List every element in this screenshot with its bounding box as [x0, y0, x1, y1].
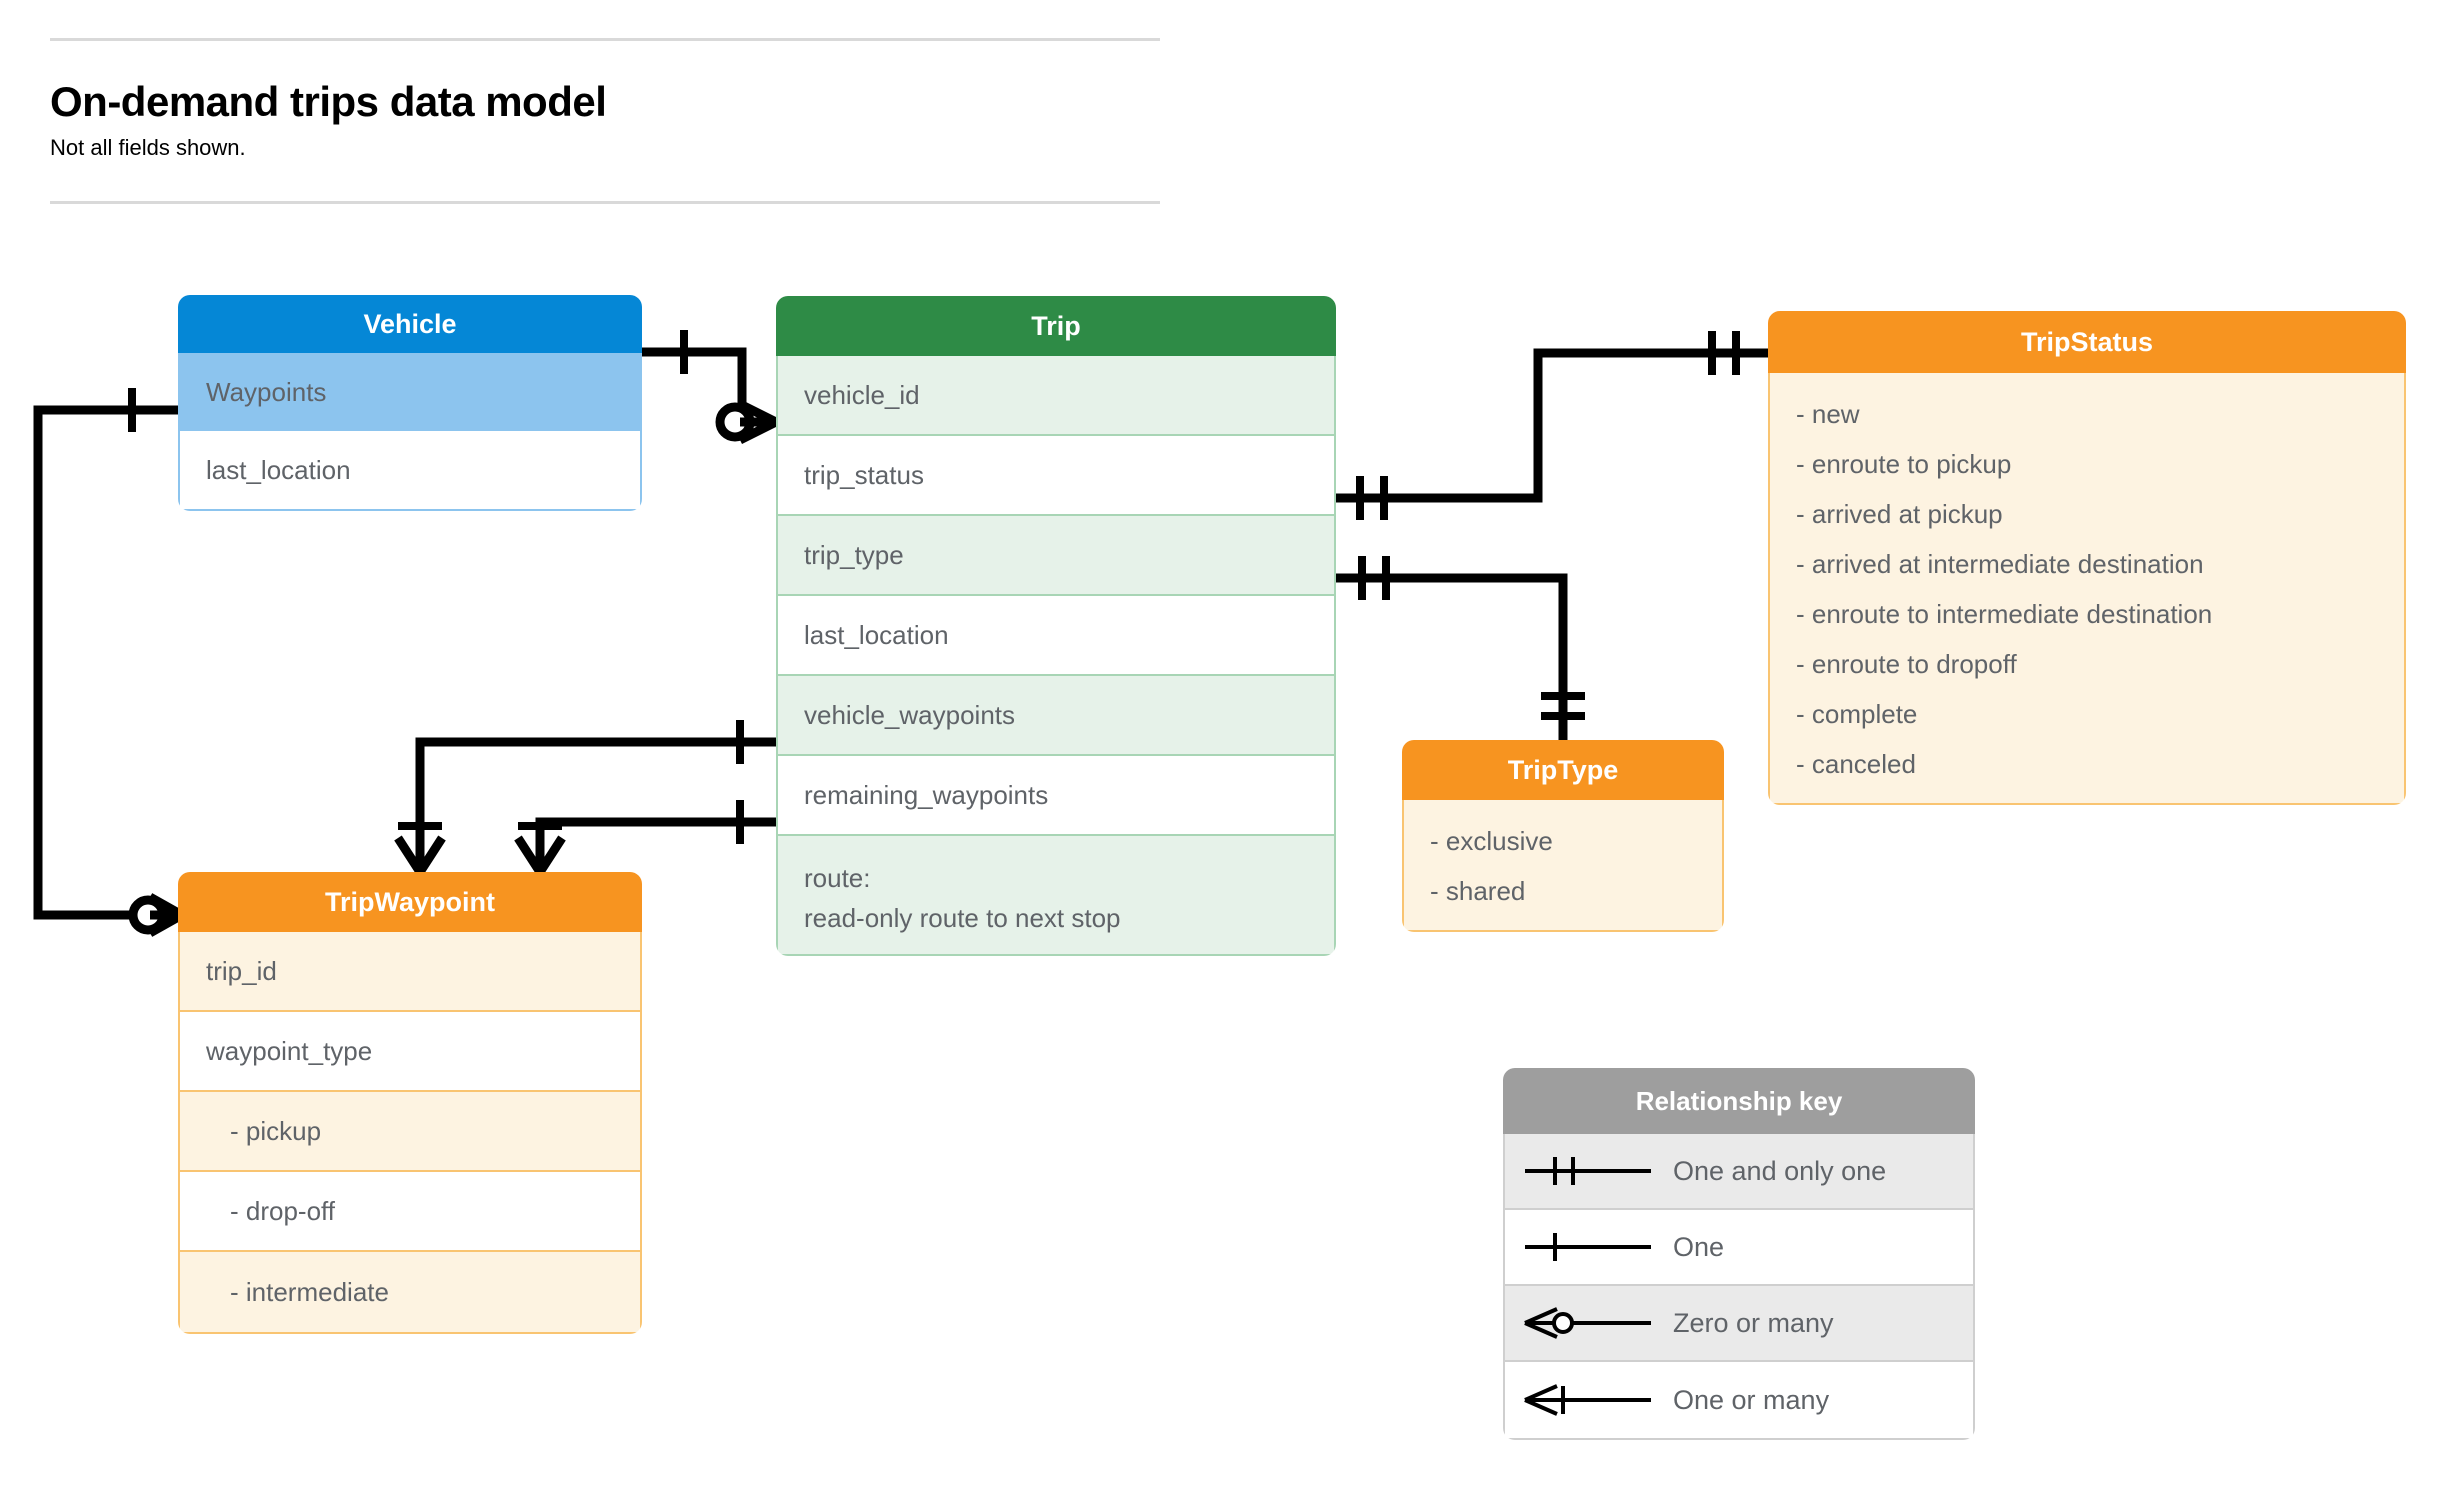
tripstatus-value-enroute-to-dropoff: - enroute to dropoff [1796, 649, 2017, 679]
entity-tripstatus-values: - new - enroute to pickup - arrived at p… [1768, 373, 2406, 805]
one-icon [1505, 1227, 1673, 1267]
zero-marker-vehicle-trip [715, 402, 755, 442]
entity-trip-title: Trip [776, 296, 1336, 356]
key-row-zero-or-many: Zero or many [1505, 1286, 1973, 1362]
one-or-many-icon [1505, 1380, 1673, 1420]
crowfoot-vehicle-trip [737, 399, 779, 445]
triptype-value-exclusive: - exclusive [1430, 826, 1553, 856]
connector-trip-tripstatus [1336, 348, 1768, 503]
zero-or-many-icon [1505, 1303, 1673, 1343]
page-subtitle: Not all fields shown. [50, 135, 246, 161]
key-label-one: One [1673, 1231, 1725, 1262]
key-label-one-and-only-one: One and only one [1673, 1155, 1887, 1186]
tripstatus-value-enroute-to-intermediate-destination: - enroute to intermediate destination [1796, 599, 2213, 629]
field-tripwaypoint-trip-id[interactable]: trip_id [180, 932, 640, 1012]
field-trip-trip-status[interactable]: trip_status [778, 436, 1334, 516]
field-vehicle-last-location[interactable]: last_location [180, 431, 640, 509]
crowfoot-remainingwaypoints [514, 835, 566, 875]
field-trip-remaining-waypoints[interactable]: remaining_waypoints [778, 756, 1334, 836]
tripstatus-value-complete: - complete [1796, 699, 1918, 729]
triptype-value-shared: - shared [1430, 876, 1526, 906]
zero-marker-vehiclewp [128, 895, 168, 935]
entity-tripwaypoint[interactable]: TripWaypoint trip_id waypoint_type - pic… [178, 872, 642, 1334]
tripstatus-value-enroute-to-pickup: - enroute to pickup [1796, 449, 2012, 479]
field-tripwaypoint-waypoint-type[interactable]: waypoint_type [180, 1012, 640, 1092]
relationship-key-rows: One and only one One [1503, 1134, 1975, 1440]
header-divider-bottom [50, 201, 1160, 205]
key-row-one-or-many: One or many [1505, 1362, 1973, 1438]
key-row-one-and-only-one: One and only one [1505, 1134, 1973, 1210]
connector-trip-triptype [1336, 573, 1568, 740]
entity-vehicle-title: Vehicle [178, 295, 642, 353]
tripstatus-value-new: - new [1796, 399, 1860, 429]
key-row-one: One [1505, 1210, 1973, 1286]
entity-trip-fields: vehicle_id trip_status trip_type last_lo… [776, 356, 1336, 956]
one-and-only-one-icon [1505, 1151, 1673, 1191]
entity-tripwaypoint-title: TripWaypoint [178, 872, 642, 932]
connector-vehicle-trip [642, 347, 770, 427]
entity-triptype[interactable]: TripType - exclusive - shared [1402, 740, 1724, 932]
entity-vehicle[interactable]: Vehicle Waypoints last_location [178, 295, 642, 511]
field-vehicle-waypoints[interactable]: Waypoints [180, 353, 640, 431]
key-label-one-or-many: One or many [1673, 1384, 1830, 1415]
field-trip-last-location[interactable]: last_location [778, 596, 1334, 676]
connector-vehiclewp-tripwaypoint [33, 405, 178, 920]
tripstatus-value-canceled: - canceled [1796, 749, 1916, 779]
field-trip-route-label: route: [804, 863, 871, 893]
field-tripwaypoint-value-drop-off: - drop-off [180, 1172, 640, 1252]
field-tripwaypoint-value-intermediate: - intermediate [180, 1252, 640, 1332]
crowfoot-vehiclewaypoints [394, 835, 446, 875]
key-label-zero-or-many: Zero or many [1673, 1307, 1834, 1338]
connector-remainingwaypoints-tripwaypoint [535, 817, 776, 858]
entity-tripwaypoint-fields: trip_id waypoint_type - pickup - drop-of… [178, 932, 642, 1334]
connector-vehiclewaypoints-tripwaypoint [415, 737, 776, 858]
relationship-key: Relationship key One and only one [1503, 1068, 1975, 1440]
entity-trip[interactable]: Trip vehicle_id trip_status trip_type la… [776, 296, 1336, 956]
entity-tripstatus-title: TripStatus [1768, 311, 2406, 373]
entity-tripstatus[interactable]: TripStatus - new - enroute to pickup - a… [1768, 311, 2406, 805]
tripstatus-value-arrived-at-intermediate-destination: - arrived at intermediate destination [1796, 549, 2204, 579]
document-header: On-demand trips data model Not all field… [50, 38, 1160, 205]
entity-vehicle-fields: Waypoints last_location [178, 353, 642, 511]
field-trip-route[interactable]: route: read-only route to next stop [778, 836, 1334, 954]
field-tripwaypoint-value-pickup: - pickup [180, 1092, 640, 1172]
field-trip-vehicle-id[interactable]: vehicle_id [778, 356, 1334, 436]
field-trip-trip-type[interactable]: trip_type [778, 516, 1334, 596]
header-divider-top [50, 38, 1160, 41]
relationship-key-title: Relationship key [1503, 1068, 1975, 1134]
entity-triptype-values: - exclusive - shared [1402, 800, 1724, 932]
page-title: On-demand trips data model [50, 78, 607, 125]
field-trip-route-description: read-only route to next stop [804, 903, 1121, 934]
field-trip-vehicle-waypoints[interactable]: vehicle_waypoints [778, 676, 1334, 756]
entity-triptype-title: TripType [1402, 740, 1724, 800]
tripstatus-value-arrived-at-pickup: - arrived at pickup [1796, 499, 2003, 529]
